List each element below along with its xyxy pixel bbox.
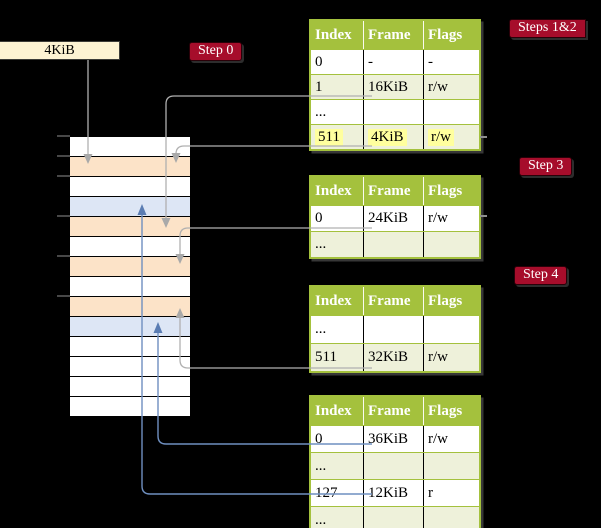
- cell-flags: -: [423, 50, 479, 74]
- cell-index: ...: [315, 103, 327, 120]
- stack-row-blue: [70, 197, 190, 217]
- cell-frame: [363, 316, 423, 343]
- stack-row-white: [70, 137, 190, 157]
- cell-index: 511: [315, 349, 337, 365]
- cell-index: 0: [315, 430, 323, 447]
- cell-index: 1: [315, 78, 323, 95]
- cell-frame: [363, 100, 423, 124]
- stack-row-peach: [70, 257, 190, 277]
- cell-flags: r: [423, 480, 479, 506]
- step-4-label: Step 4: [514, 266, 568, 285]
- column-header-frame: Frame: [363, 287, 423, 315]
- stack-row-peach: [70, 297, 190, 317]
- step-0-label: Step 0: [189, 42, 243, 61]
- stack-row-white: [70, 337, 190, 357]
- column-header-index: Index: [315, 292, 352, 309]
- column-header-flags: Flags: [423, 21, 479, 49]
- column-header-index: Index: [315, 26, 352, 43]
- cell-flags: [423, 316, 479, 343]
- table-row: 511 4KiB r/w: [311, 124, 479, 149]
- cell-index: ...: [315, 321, 327, 337]
- column-header-frame: Frame: [363, 21, 423, 49]
- table-row: ...: [311, 231, 479, 257]
- table-row: 0 --: [311, 49, 479, 74]
- cell-index: 511: [311, 125, 363, 149]
- cell-flags: r/w: [423, 206, 479, 231]
- highlighted-value: 511: [315, 128, 343, 146]
- stack-row-white: [70, 377, 190, 397]
- cell-frame: -: [363, 50, 423, 74]
- column-header-frame: Frame: [363, 397, 423, 425]
- cell-frame: 16KiB: [363, 75, 423, 99]
- stack-row-blue: [70, 317, 190, 337]
- row-stub-marks: [480, 136, 487, 217]
- column-header-flags: Flags: [423, 287, 479, 315]
- cell-index: 0: [315, 210, 323, 226]
- page-size-box: 4KiB: [0, 41, 120, 60]
- column-header-index: Index: [315, 402, 352, 419]
- highlighted-value: r/w: [428, 128, 454, 146]
- table-row: ...: [311, 452, 479, 479]
- cell-frame: 24KiB: [363, 206, 423, 231]
- stack-row-white: [70, 177, 190, 197]
- cell-frame: [363, 232, 423, 257]
- cell-index: 127: [315, 484, 338, 501]
- table-row: ...: [311, 315, 479, 343]
- stack-row-white: [70, 277, 190, 297]
- cell-flags: r/w: [423, 75, 479, 99]
- highlighted-value: 4KiB: [368, 128, 407, 146]
- cell-flags: [423, 453, 479, 479]
- column-header-frame: Frame: [363, 177, 423, 205]
- cell-flags: r/w: [423, 426, 479, 452]
- cell-flags: [423, 507, 479, 528]
- cell-frame: [363, 453, 423, 479]
- table-row: ...: [311, 506, 479, 528]
- cell-index: 0: [315, 53, 323, 70]
- cell-frame: 32KiB: [363, 344, 423, 371]
- cell-flags: r/w: [423, 125, 479, 149]
- stack-tick-marks: [57, 135, 70, 297]
- stack-row-white: [70, 357, 190, 377]
- cell-flags: [423, 232, 479, 257]
- table-row: ...: [311, 99, 479, 124]
- column-header-index: Index: [315, 182, 352, 199]
- stack-row-white: [70, 397, 190, 417]
- stack-row-peach: [70, 157, 190, 177]
- cell-index: ...: [315, 236, 327, 252]
- cell-frame: 12KiB: [363, 480, 423, 506]
- cell-index: ...: [315, 457, 327, 474]
- cell-index: ...: [315, 511, 327, 528]
- cell-frame: [363, 507, 423, 528]
- cell-flags: r/w: [423, 344, 479, 371]
- column-header-flags: Flags: [423, 177, 479, 205]
- column-header-flags: Flags: [423, 397, 479, 425]
- cell-frame: 36KiB: [363, 426, 423, 452]
- stack-row-peach: [70, 217, 190, 237]
- memory-stack: [70, 136, 190, 417]
- step-3-label: Step 3: [519, 157, 573, 176]
- stack-row-white: [70, 237, 190, 257]
- cell-flags: [423, 100, 479, 124]
- steps-1-2-label: Steps 1&2: [509, 19, 586, 38]
- cell-frame: 4KiB: [363, 125, 423, 149]
